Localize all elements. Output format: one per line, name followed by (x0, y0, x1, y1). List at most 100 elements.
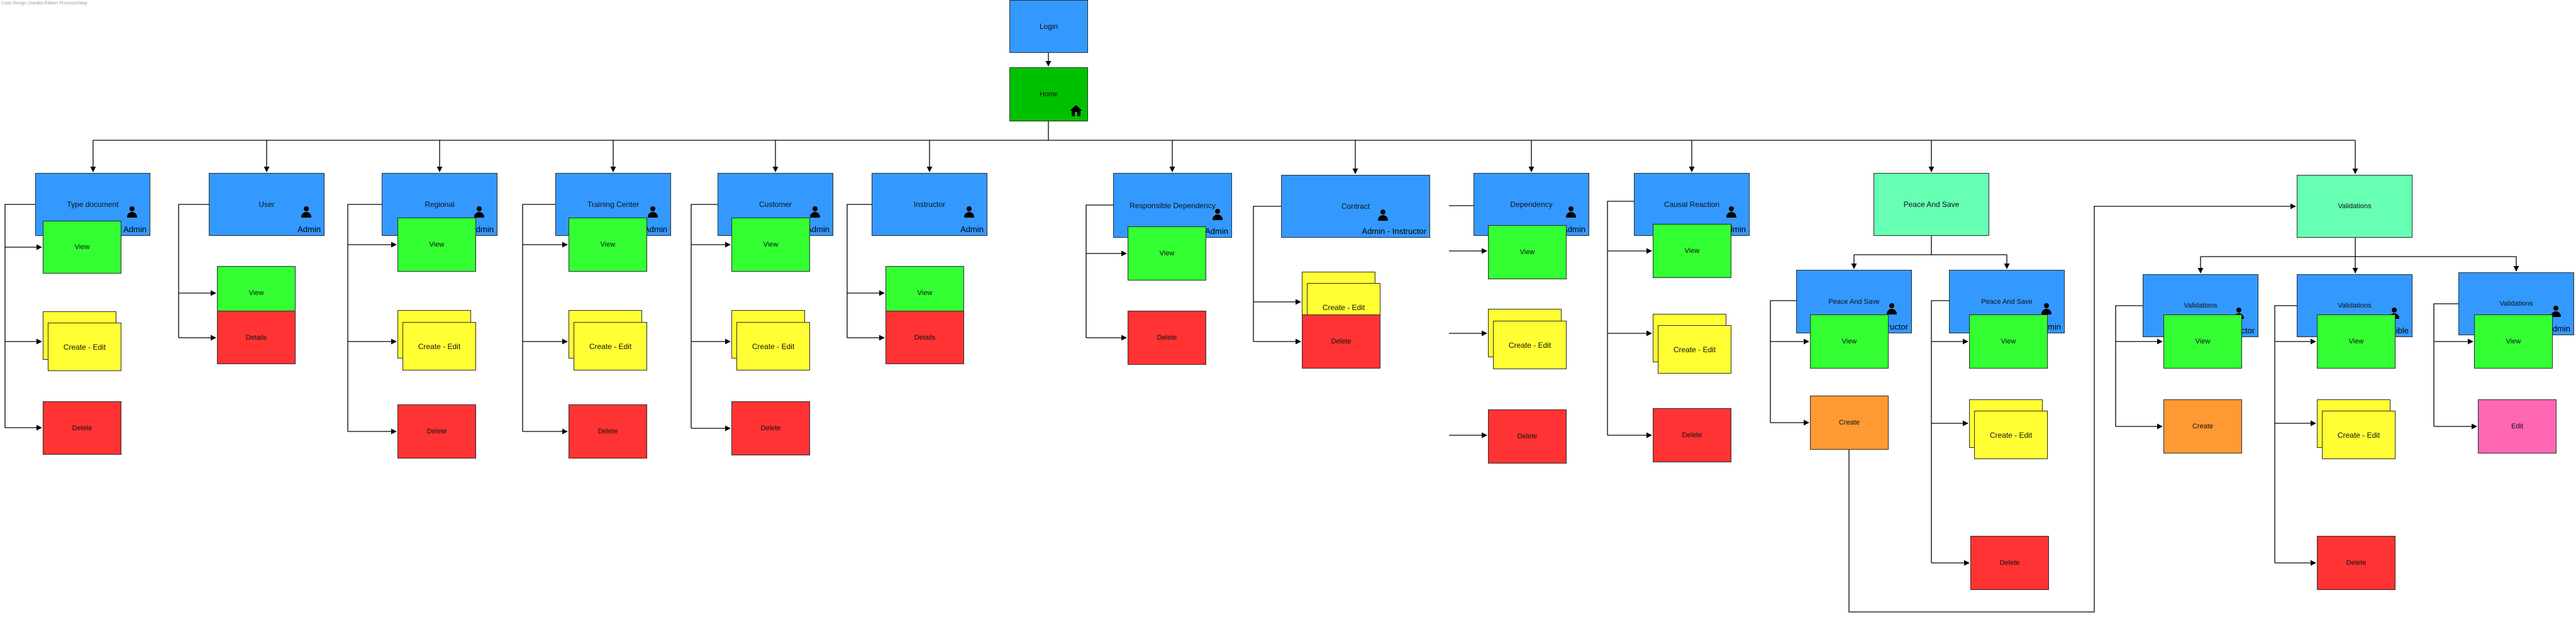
section-role: Admin (470, 225, 494, 234)
view-button[interactable]: View (569, 218, 647, 272)
branch-trunk (4, 204, 35, 428)
branch-trunk (847, 204, 872, 338)
section-role: Admin (806, 225, 830, 234)
view-button[interactable]: View (2474, 314, 2553, 369)
create-edit-button[interactable]: Create - Edit (1974, 411, 2048, 459)
details-button[interactable]: Details (217, 311, 296, 364)
section-role: Admin - Instructor (1362, 226, 1426, 236)
section-title: Training Center (587, 200, 640, 209)
person-icon (2041, 303, 2051, 314)
section-validations[interactable]: Validations (2297, 175, 2412, 238)
section-peace-and-save[interactable]: Peace And Save (1874, 173, 1989, 236)
branch-trunk (2115, 305, 2143, 426)
create-button[interactable]: Create (2163, 399, 2242, 453)
section-title: Validations (2184, 302, 2218, 309)
view-button[interactable]: View (731, 218, 810, 272)
delete-button[interactable]: Delete (1302, 314, 1380, 369)
section-title: Regional (425, 200, 455, 209)
section-instructor[interactable]: Instructor Admin (872, 173, 987, 236)
delete-button[interactable]: Delete (731, 401, 810, 455)
person-icon (1378, 209, 1388, 221)
create-edit-button[interactable]: Create - Edit (1658, 325, 1731, 374)
home-label: Home (1039, 91, 1058, 98)
section-role: Admin (2547, 324, 2570, 333)
branch-trunk (2433, 303, 2458, 426)
branch-trunk (522, 204, 555, 431)
delete-button[interactable]: Delete (1653, 408, 1731, 462)
section-role: Admin (297, 225, 321, 234)
view-button[interactable]: View (1128, 226, 1206, 281)
person-icon (1213, 209, 1223, 220)
branch-trunk (347, 204, 382, 431)
create-edit-button[interactable]: Create - Edit (402, 322, 476, 370)
delete-button[interactable]: Delete (397, 404, 476, 459)
person-icon (810, 206, 820, 218)
view-button[interactable]: View (1488, 225, 1567, 279)
section-title: Validations (2338, 302, 2372, 309)
home-node[interactable]: Home (1009, 67, 1088, 121)
person-icon (1887, 303, 1897, 314)
section-title: Customer (758, 200, 792, 209)
create-edit-button[interactable]: Create - Edit (1493, 321, 1567, 369)
section-title: Responsible Dependency (1130, 201, 1216, 210)
person-icon (2551, 306, 2561, 317)
person-icon (964, 206, 974, 218)
person-icon (301, 206, 311, 218)
person-icon (648, 206, 658, 218)
login-node[interactable]: Login (1009, 0, 1088, 53)
section-user[interactable]: User Admin (209, 173, 325, 236)
page-title: Case Design (Sandra Edition Process/Data… (1, 1, 87, 6)
section-title: Validations (2499, 300, 2533, 308)
person-icon (1726, 206, 1736, 218)
view-button[interactable]: View (1653, 224, 1731, 278)
create-edit-button[interactable]: Create - Edit (736, 322, 810, 370)
section-title: Dependency (1510, 200, 1553, 209)
login-label: Login (1039, 22, 1058, 31)
delete-button[interactable]: Delete (1128, 311, 1206, 365)
section-title: Peace And Save (1903, 200, 1960, 209)
section-title: Contract (1341, 202, 1370, 211)
person-icon (127, 206, 137, 218)
create-edit-button[interactable]: Create - Edit (48, 323, 121, 371)
branch-trunk (1607, 201, 1634, 435)
section-title: User (258, 200, 275, 209)
section-role: Admin (123, 225, 147, 234)
create-button[interactable]: Create (1810, 396, 1889, 450)
section-title: Instructor (913, 200, 945, 209)
view-button[interactable]: View (43, 221, 121, 274)
branch-trunk (2274, 305, 2297, 563)
section-role: Admin (960, 225, 984, 234)
edit-button[interactable]: Edit (2478, 399, 2557, 453)
branch-trunk (1085, 204, 1113, 338)
section-title: Causal Reaction (1663, 200, 1720, 209)
branch-trunk (1770, 300, 1796, 423)
delete-button[interactable]: Delete (569, 404, 647, 459)
section-role: Admin (644, 225, 667, 234)
branch-trunk (1931, 300, 1949, 563)
create-edit-button[interactable]: Create - Edit (574, 322, 647, 370)
view-button[interactable]: View (2317, 314, 2396, 369)
delete-button[interactable]: Delete (2317, 536, 2396, 590)
section-title: Validations (2338, 203, 2372, 210)
delete-button[interactable]: Delete (1970, 536, 2049, 590)
section-role: Admin (1562, 225, 1585, 234)
section-title: Peace And Save (1981, 297, 2033, 306)
home-icon (1069, 104, 1083, 117)
section-title: Peace And Save (1828, 297, 1880, 306)
view-button[interactable]: View (397, 218, 476, 272)
delete-button[interactable]: Delete (43, 401, 121, 455)
create-edit-button[interactable]: Create - Edit (2322, 411, 2396, 459)
section-contract[interactable]: Contract Admin - Instructor (1281, 175, 1430, 238)
delete-button[interactable]: Delete (1488, 409, 1567, 464)
view-button[interactable]: View (2163, 314, 2242, 369)
person-icon (1566, 206, 1576, 218)
view-button[interactable]: View (1969, 314, 2048, 369)
view-button[interactable]: View (1810, 314, 1889, 369)
person-icon (474, 206, 484, 218)
branch-trunk (691, 204, 718, 428)
section-role: Admin (1205, 226, 1228, 236)
section-title: Type document (67, 200, 119, 209)
details-button[interactable]: Details (886, 311, 964, 364)
branch-trunk (178, 204, 209, 338)
branch-trunk (1253, 206, 1281, 342)
